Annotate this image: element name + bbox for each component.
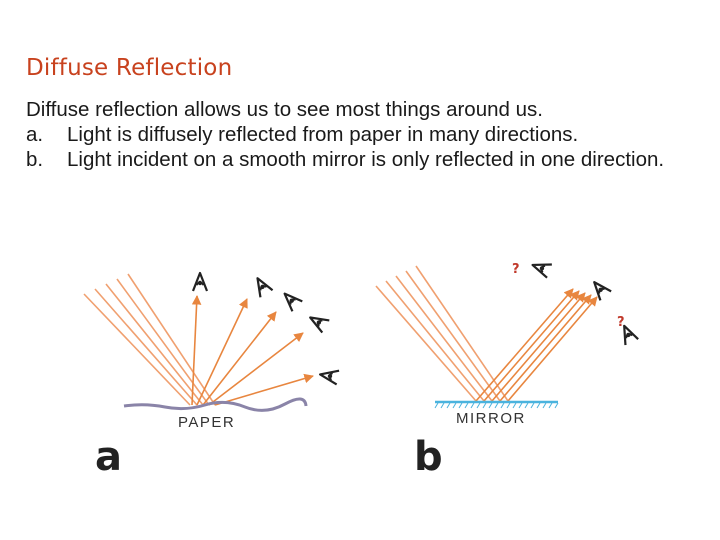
incident-rays-b bbox=[375, 265, 509, 402]
eye-icon bbox=[317, 366, 341, 386]
list-text-b: Light incident on a smooth mirror is onl… bbox=[67, 148, 665, 171]
eye-icon bbox=[278, 287, 304, 313]
intro-line: Diffuse reflection allows us to see most… bbox=[26, 97, 706, 122]
reflected-ray bbox=[214, 373, 314, 406]
question-mark: ? bbox=[512, 262, 520, 277]
reflected-ray bbox=[491, 292, 586, 402]
reflected-ray bbox=[499, 294, 592, 402]
list-item-a: a. Light is diffusely reflected from pap… bbox=[26, 122, 706, 147]
eye-icon bbox=[305, 310, 331, 334]
figure-b-label: b bbox=[414, 434, 443, 480]
incident-ray bbox=[385, 280, 485, 402]
reflected-rays-b bbox=[475, 288, 598, 402]
eye-icon bbox=[250, 273, 274, 299]
mirror-surface bbox=[434, 400, 559, 409]
incident-ray bbox=[375, 285, 477, 402]
reflected-ray bbox=[507, 296, 598, 402]
eye-icon bbox=[191, 271, 209, 293]
incident-ray bbox=[405, 270, 501, 402]
incident-ray bbox=[105, 283, 204, 406]
reflected-ray bbox=[196, 298, 248, 406]
figure-b: ? ? MIRROR b bbox=[375, 257, 640, 480]
reflected-rays-a bbox=[191, 295, 314, 406]
figure-a-label: a bbox=[95, 434, 122, 480]
paper-label: PAPER bbox=[178, 414, 235, 431]
list-item-b: b. Light incident on a smooth mirror is … bbox=[26, 147, 706, 172]
incident-ray bbox=[94, 288, 198, 406]
reflected-ray bbox=[483, 290, 580, 402]
reflected-ray bbox=[208, 332, 304, 406]
incident-ray bbox=[415, 265, 509, 402]
figure-a: PAPER a bbox=[83, 271, 341, 480]
slide-title: Diffuse Reflection bbox=[26, 55, 233, 81]
mirror-label: MIRROR bbox=[456, 410, 526, 427]
list-text-a: Light is diffusely reflected from paper … bbox=[67, 123, 579, 146]
eye-icon bbox=[587, 276, 613, 302]
reflected-ray bbox=[475, 288, 574, 402]
paper-surface bbox=[123, 397, 308, 412]
list-marker-a: a. bbox=[26, 123, 44, 146]
incident-ray bbox=[127, 273, 216, 406]
incident-rays-a bbox=[83, 273, 216, 406]
incident-ray bbox=[395, 275, 493, 402]
eyes-b bbox=[529, 257, 640, 347]
reflected-ray bbox=[202, 311, 277, 406]
reflected-ray bbox=[191, 295, 202, 406]
eye-icon bbox=[529, 257, 553, 279]
incident-ray bbox=[83, 293, 191, 406]
intro-text: Diffuse reflection allows us to see most… bbox=[26, 98, 543, 121]
body-text: Diffuse reflection allows us to see most… bbox=[26, 97, 706, 172]
list-marker-b: b. bbox=[26, 148, 44, 171]
question-mark: ? bbox=[617, 315, 625, 330]
